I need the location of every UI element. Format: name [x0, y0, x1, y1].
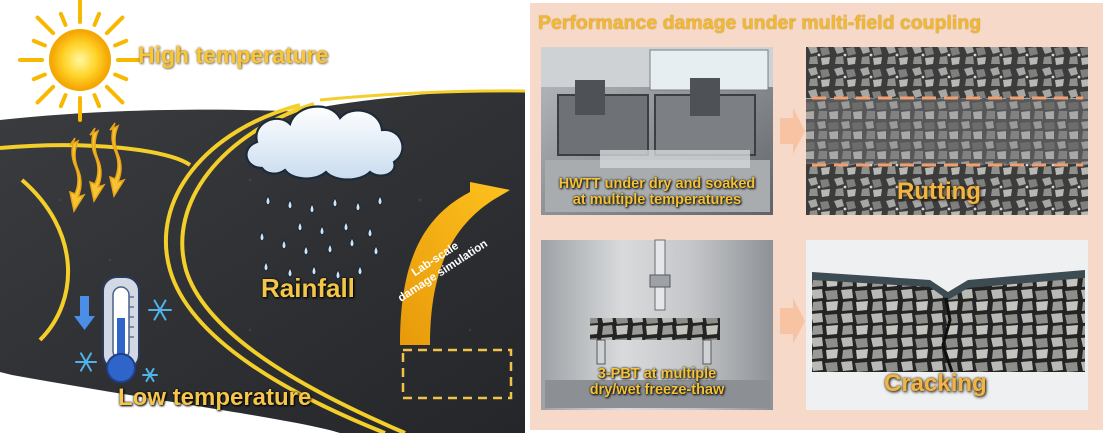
- center-line-2: [180, 102, 406, 435]
- road-edge-line-lower: [20, 178, 71, 342]
- raindrop: [265, 194, 271, 206]
- raindrop: [327, 242, 333, 254]
- sun-ray: [104, 15, 125, 36]
- sun-ray: [35, 15, 56, 36]
- caption-3pbt: 3-PBT at multiple dry/wet freeze-thaw: [545, 366, 769, 398]
- sample-region-box: [401, 348, 513, 400]
- label-rainfall: Rainfall: [261, 273, 355, 303]
- caption-3pbt-line1: 3-PBT at multiple: [597, 366, 717, 382]
- photo-3pbt: [541, 239, 773, 410]
- raindrop: [357, 264, 363, 276]
- panel-title: Performance damage under multi-field cou…: [538, 12, 982, 34]
- arrow-right-top-icon: [780, 108, 805, 154]
- sun-ray: [31, 72, 47, 82]
- thermometer-icon: [102, 276, 140, 383]
- snowflake-icons: [75, 299, 172, 383]
- sun-ray: [92, 11, 102, 27]
- photo-cracking: [806, 240, 1088, 410]
- raindrop: [355, 200, 361, 212]
- raindrop: [343, 220, 349, 232]
- sun-ray: [104, 84, 125, 105]
- raindrop: [335, 268, 341, 280]
- raindrop: [303, 244, 309, 256]
- raindrop: [367, 226, 373, 238]
- label-high-temperature: High temperature: [138, 42, 329, 68]
- sun-icon: [18, 0, 142, 122]
- sun-ray: [113, 72, 129, 82]
- raindrop: [311, 264, 317, 276]
- photo-rutting: [806, 47, 1088, 215]
- label-cracking: Cracking: [884, 370, 987, 397]
- down-arrow-icon: [74, 296, 95, 330]
- sun-ray: [92, 93, 102, 109]
- sun-ray: [58, 93, 68, 109]
- snowflake-icon: [142, 367, 158, 383]
- raindrop: [309, 202, 315, 214]
- caption-3pbt-line2: dry/wet freeze-thaw: [589, 382, 725, 399]
- raindrop: [373, 244, 379, 256]
- raindrop: [287, 266, 293, 278]
- label-rutting: Rutting: [897, 178, 981, 205]
- raindrop: [319, 224, 325, 236]
- caption-hwtt: HWTT under dry and soaked at multiple te…: [545, 176, 769, 208]
- raindrop: [263, 260, 269, 272]
- raindrop: [332, 196, 338, 208]
- sun-ray: [35, 84, 56, 105]
- raindrop: [297, 220, 303, 232]
- raindrop: [377, 194, 383, 206]
- sun-ray: [113, 38, 129, 48]
- cloud-icon: [245, 105, 404, 181]
- center-line-1: [163, 103, 386, 435]
- arrow-right-bottom-icon: [780, 298, 805, 344]
- raindrop: [349, 236, 355, 248]
- sun-ray: [58, 11, 68, 27]
- caption-hwtt-line1: HWTT under dry and soaked: [558, 176, 756, 192]
- raindrop: [281, 238, 287, 250]
- crack-line: [941, 297, 954, 373]
- sun-ray: [31, 38, 47, 48]
- raindrop: [259, 230, 265, 242]
- raindrop: [287, 198, 293, 210]
- experiment-panel: [530, 3, 1103, 430]
- caption-hwtt-line2: at multiple temperatures: [572, 192, 742, 209]
- label-low-temperature: Low temperature: [118, 384, 312, 411]
- photo-hwtt: [541, 47, 773, 215]
- snowflake-icon: [148, 299, 172, 321]
- snowflake-icon: [75, 352, 97, 372]
- road-edge-line-right: [319, 89, 526, 102]
- raindrops: [259, 194, 383, 280]
- heat-arrows-icon: [68, 122, 126, 213]
- lab-scale-arrow: [400, 182, 510, 345]
- road-edge-line-left: [0, 143, 192, 167]
